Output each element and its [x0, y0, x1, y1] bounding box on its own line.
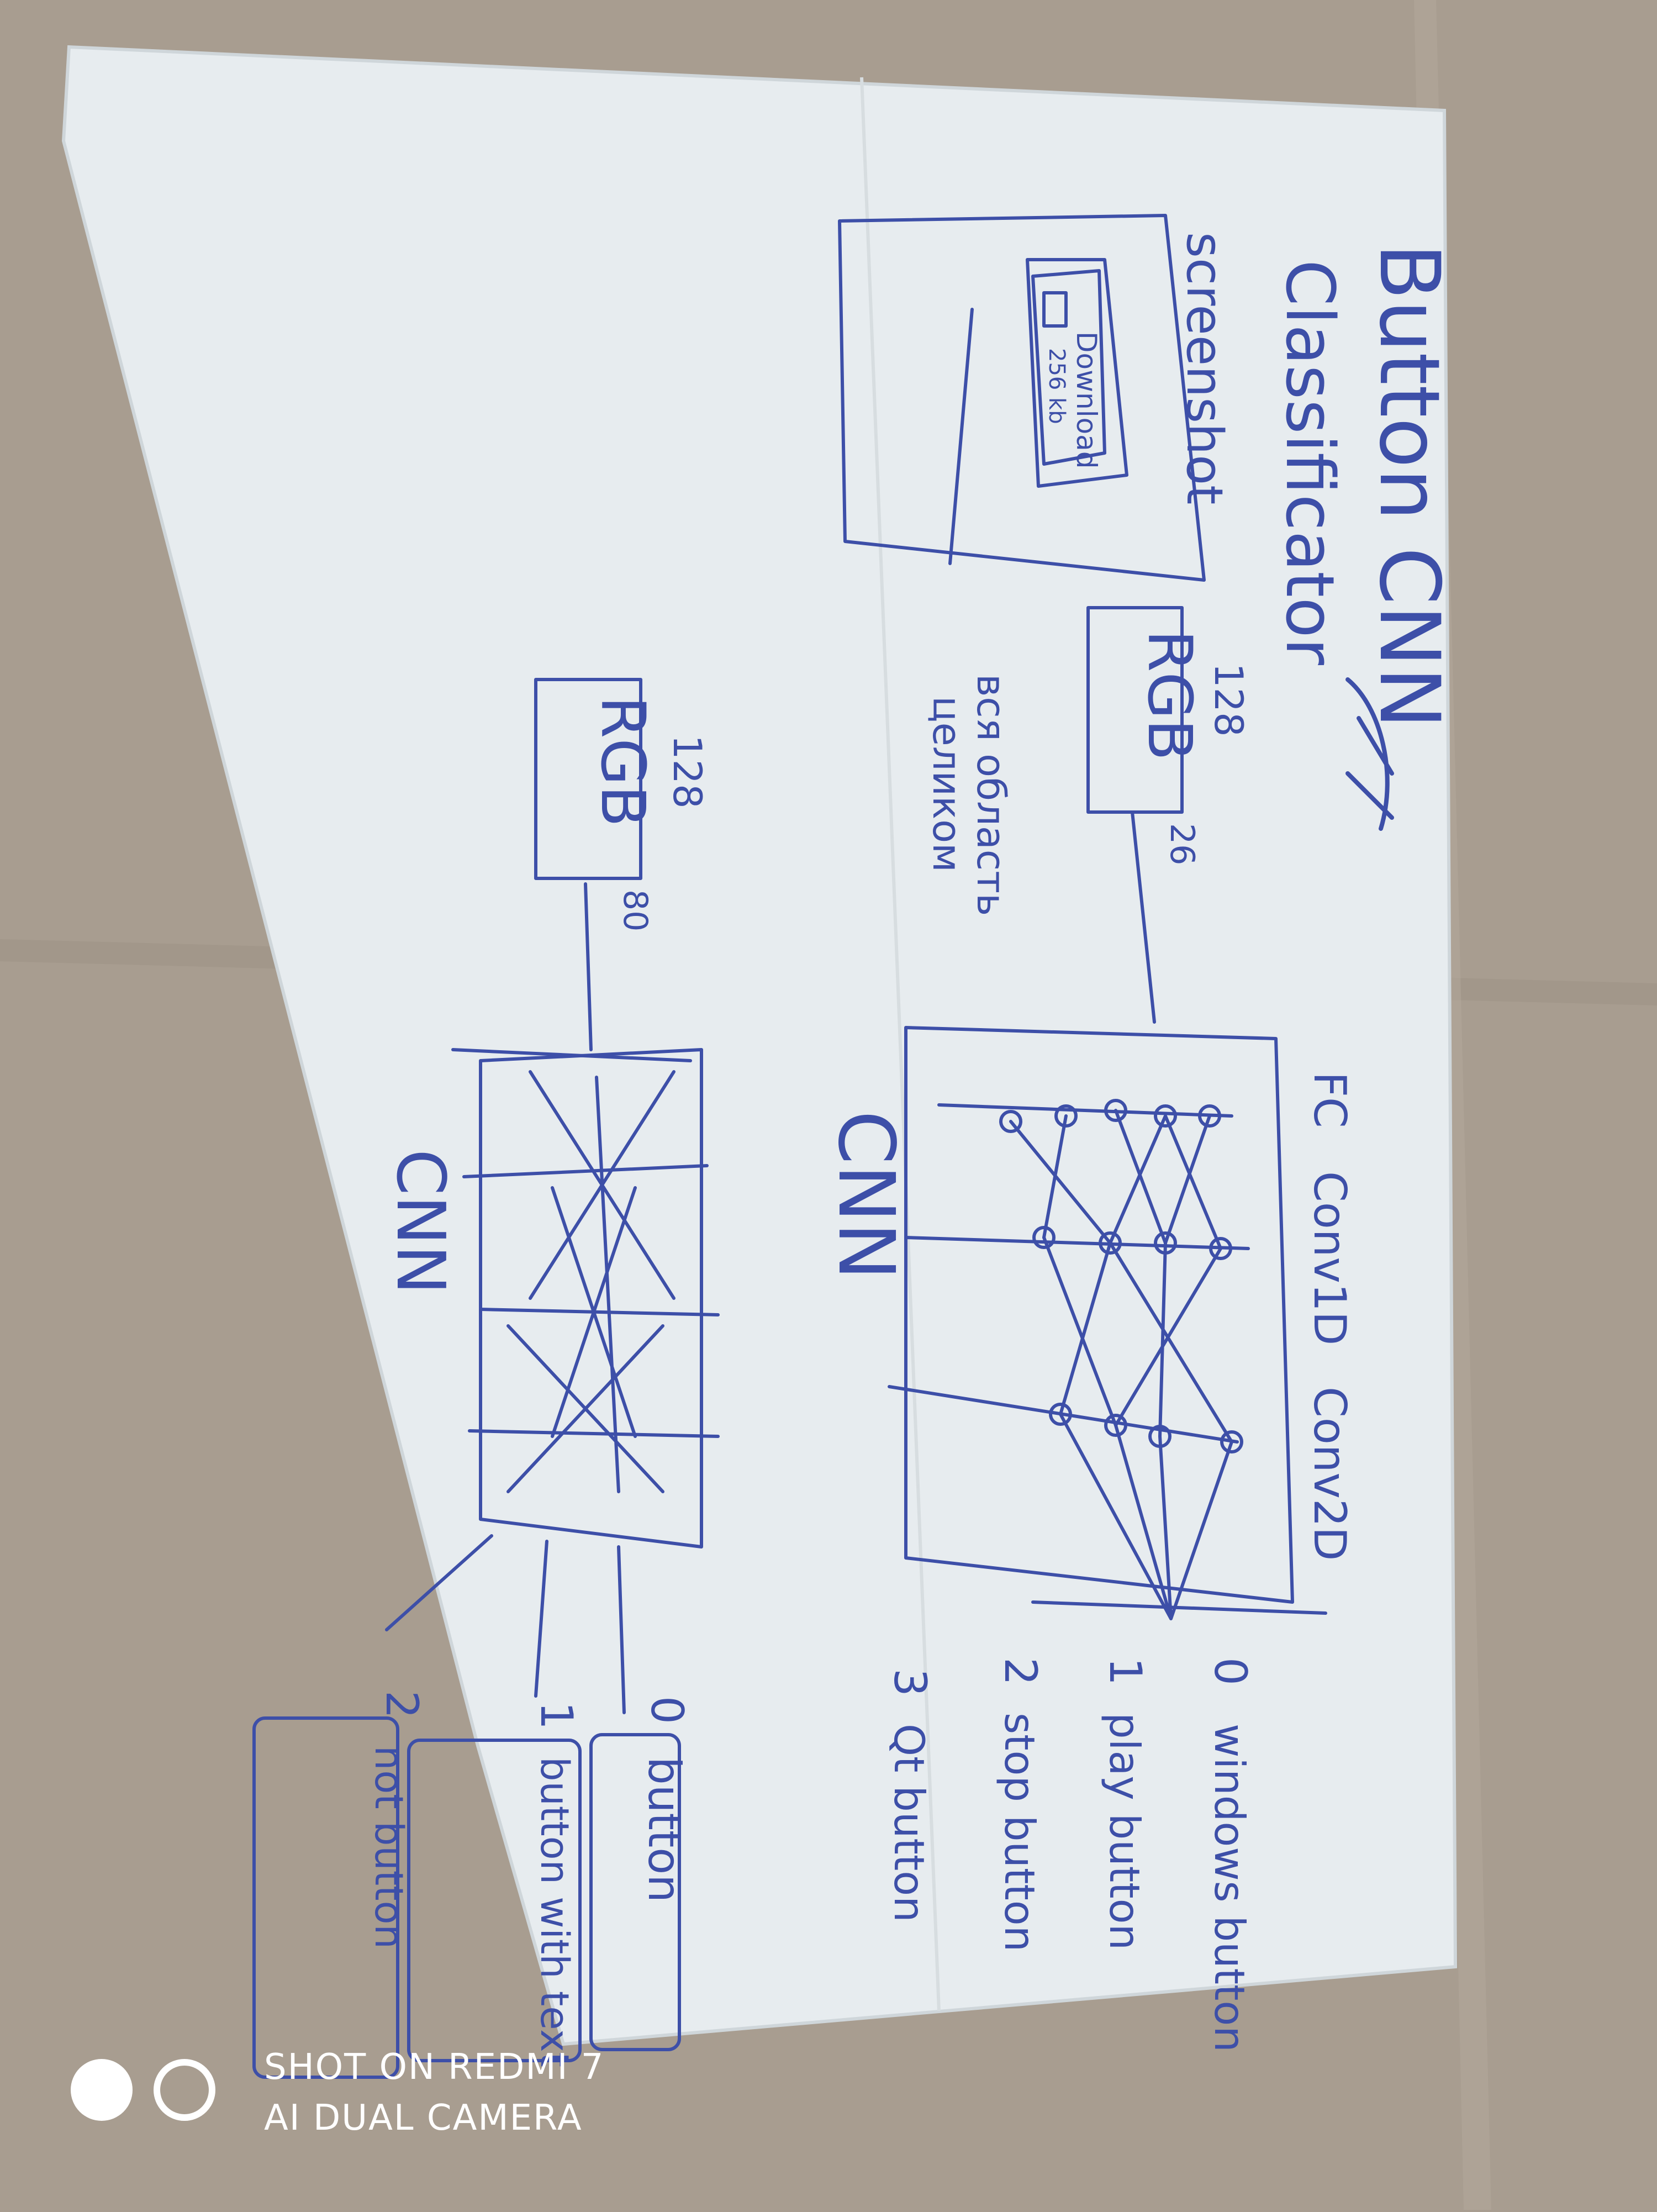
button-caption-line1: Download	[1070, 331, 1102, 469]
watermark-line1: SHOT ON REDMI 7	[264, 2047, 605, 2088]
top-input-size: 128	[1206, 663, 1251, 737]
bottom-network: RGB 128 80 CNN 0 button 1 button with te…	[252, 678, 720, 2079]
top-output-2-label: stop button	[995, 1713, 1044, 1952]
bottom-input-box	[534, 678, 642, 880]
button-caption-line2: 256 kb	[1044, 348, 1069, 424]
bottom-input-size: 128	[664, 735, 710, 809]
bottom-model-label: CNN	[382, 1149, 458, 1294]
bottom-output-0-label: button	[638, 1757, 690, 1903]
annotation-line2: целиком	[924, 696, 969, 872]
bottom-output-2-index: 2	[376, 1690, 428, 1719]
bottom-input-width: 80	[616, 889, 655, 931]
top-outputs: 0 windows button 1 play button 2 stop bu…	[884, 1657, 1256, 2052]
bottom-cnn-box	[479, 1048, 703, 1549]
top-output-1-index: 1	[1100, 1657, 1151, 1686]
bottom-output-0-index: 0	[641, 1696, 693, 1724]
camera-watermark: SHOT ON REDMI 7 AI DUAL CAMERA	[71, 2047, 844, 2152]
ink-drawing: Button CNN Classificator screenshot Down…	[252, 214, 1457, 2079]
top-input-box	[1086, 606, 1184, 814]
watermark-dot-ring-icon	[154, 2059, 215, 2121]
screenshot-frame: screenshot Download 256 kb вся область ц…	[838, 214, 1233, 916]
top-network: RGB 128 26 CNN FC Conv1D	[821, 606, 1355, 2052]
top-output-0-index: 0	[1205, 1657, 1256, 1686]
top-output-3-label: Qt button	[885, 1724, 933, 1923]
sketch-title: Button CNN Classificator	[1271, 243, 1457, 831]
top-model-label: CNN	[821, 1110, 911, 1280]
top-output-2-index: 2	[995, 1657, 1046, 1686]
bottom-input-label: RGB	[588, 696, 658, 827]
watermark-dot-filled-icon	[71, 2059, 133, 2121]
top-layer-conv1: Conv1D	[1304, 1171, 1355, 1345]
paper-sheet	[61, 45, 1458, 2046]
top-cnn-box	[904, 1026, 1294, 1604]
screenshot-label: screenshot	[1175, 232, 1233, 504]
bottom-outputs: 0 button 1 button with text 2 not button	[252, 1690, 693, 2079]
top-input-width: 26	[1163, 823, 1201, 865]
annotation-line1: вся область	[968, 674, 1014, 916]
bottom-output-1-label: button with text	[532, 1757, 577, 2067]
watermark-line2: AI DUAL CAMERA	[264, 2098, 583, 2139]
bottom-output-2-label: not button	[366, 1746, 411, 1949]
top-output-3-index: 3	[884, 1668, 936, 1697]
top-layer-conv2: Conv2D	[1304, 1387, 1355, 1561]
title-line2: Classificator	[1271, 260, 1348, 666]
bottom-output-1-index: 1	[531, 1702, 582, 1730]
top-input-label: RGB	[1134, 630, 1205, 761]
top-layer-fc: FC	[1304, 1072, 1355, 1128]
title-line1: Button CNN	[1361, 243, 1457, 729]
top-output-0-label: windows button	[1205, 1724, 1254, 2052]
top-output-1-label: play button	[1100, 1713, 1149, 1950]
